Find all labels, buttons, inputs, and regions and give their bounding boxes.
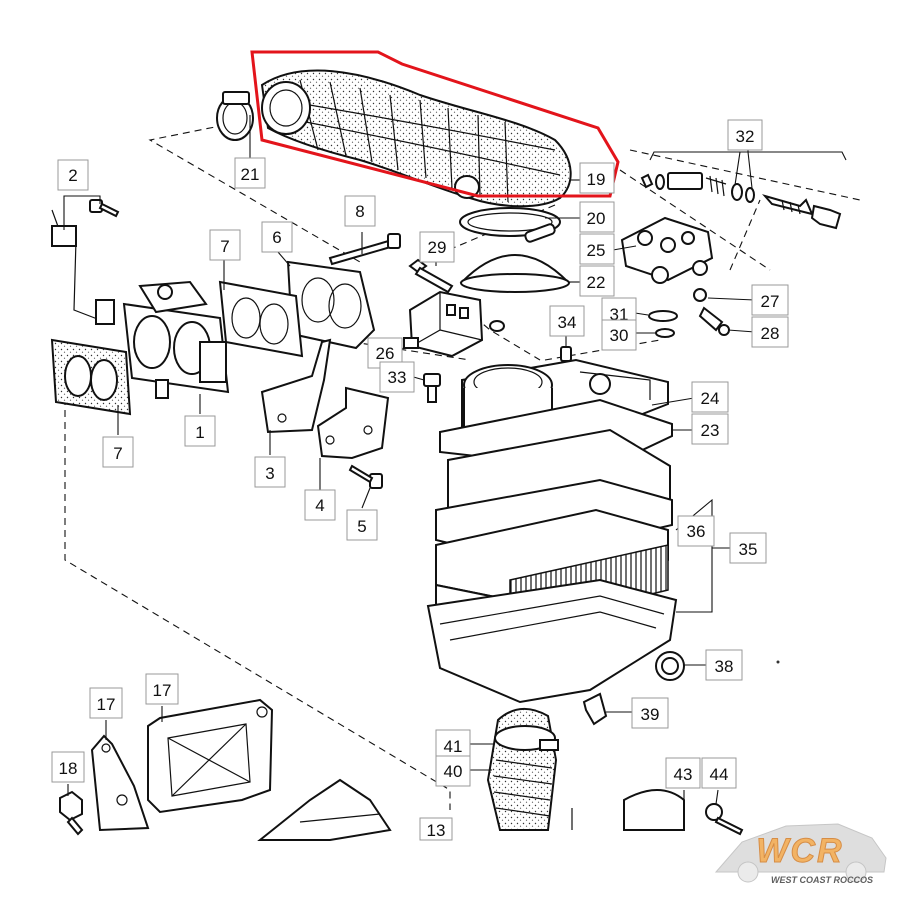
duct-43[interactable] <box>571 789 685 831</box>
dome-screen-22[interactable] <box>459 254 571 293</box>
hose-clamp-21[interactable] <box>216 91 254 141</box>
label-20: 20 <box>587 209 606 228</box>
pressure-regulator-25[interactable] <box>620 216 714 284</box>
pin-34[interactable] <box>560 346 572 362</box>
clamp-ring-20[interactable] <box>459 207 561 243</box>
label-21: 21 <box>241 165 260 184</box>
label-22: 22 <box>587 273 606 292</box>
label-3: 3 <box>265 464 274 483</box>
label-4: 4 <box>315 496 324 515</box>
label-33: 33 <box>388 368 407 387</box>
bolt-29[interactable] <box>408 258 454 294</box>
label-34: 34 <box>558 313 577 332</box>
label-40: 40 <box>444 762 463 781</box>
bracket-17a[interactable] <box>90 734 150 832</box>
label-7b: 7 <box>113 444 122 463</box>
washers-30-31[interactable] <box>648 310 678 338</box>
label-29: 29 <box>428 238 447 257</box>
label-38: 38 <box>715 657 734 676</box>
label-43: 43 <box>674 765 693 784</box>
wheel-rear-icon <box>845 861 867 883</box>
lower-housing[interactable] <box>426 578 678 704</box>
label-39: 39 <box>641 705 660 724</box>
label-5: 5 <box>357 517 366 536</box>
gasket-7b[interactable] <box>50 338 132 416</box>
hose-clamp-41[interactable] <box>494 725 559 751</box>
label-17a: 17 <box>97 695 116 714</box>
label-31: 31 <box>610 305 629 324</box>
grommet-38[interactable] <box>655 651 685 681</box>
label-27: 27 <box>761 292 780 311</box>
stray-dot <box>776 660 780 664</box>
label-6: 6 <box>272 228 281 247</box>
watermark-caption: WEST COAST ROCCOS <box>771 875 873 885</box>
gasket-7a[interactable] <box>218 280 304 358</box>
intake-manifold-13[interactable] <box>257 778 392 841</box>
bolt-18[interactable] <box>59 790 84 836</box>
label-26: 26 <box>376 344 395 363</box>
label-36: 36 <box>687 522 706 541</box>
label-8: 8 <box>355 202 364 221</box>
watermark-logo: WCR WEST COAST ROCCOS <box>714 823 887 885</box>
screw-2[interactable] <box>89 199 120 218</box>
intake-hose-19[interactable] <box>260 69 572 208</box>
label-35: 35 <box>739 540 758 559</box>
injector-parts-32[interactable] <box>640 172 842 230</box>
label-13: 13 <box>427 821 446 840</box>
label-7a: 7 <box>220 237 229 256</box>
part-labels: 2 21 8 6 7 29 19 20 22 25 32 27 28 31 30… <box>51 119 789 841</box>
label-23: 23 <box>701 421 720 440</box>
label-1: 1 <box>195 423 204 442</box>
clip-39[interactable] <box>582 692 608 726</box>
bolt-33[interactable] <box>423 373 441 403</box>
label-41: 41 <box>444 737 463 756</box>
label-30: 30 <box>610 326 629 345</box>
label-44: 44 <box>710 765 729 784</box>
highlight-outline <box>250 50 620 198</box>
bracket-17b[interactable] <box>147 698 274 814</box>
small-parts-27-28[interactable] <box>693 288 730 336</box>
bolt-8[interactable] <box>328 233 401 266</box>
bolt-44[interactable] <box>705 803 744 836</box>
label-25: 25 <box>587 241 606 260</box>
label-19: 19 <box>587 170 606 189</box>
label-2: 2 <box>68 166 77 185</box>
label-32: 32 <box>736 127 755 146</box>
wheel-front-icon <box>737 861 759 883</box>
bolt-5[interactable] <box>348 464 383 489</box>
control-unit-26[interactable] <box>403 290 505 358</box>
label-28: 28 <box>761 324 780 343</box>
label-17b: 17 <box>153 681 172 700</box>
label-18: 18 <box>59 759 78 778</box>
bracket-4[interactable] <box>316 386 390 460</box>
bracket-3[interactable] <box>260 338 332 434</box>
car-silhouette <box>714 823 887 873</box>
watermark-logo-text: WCR <box>756 832 843 870</box>
label-24: 24 <box>701 389 720 408</box>
throttle-body-1[interactable] <box>51 209 230 399</box>
